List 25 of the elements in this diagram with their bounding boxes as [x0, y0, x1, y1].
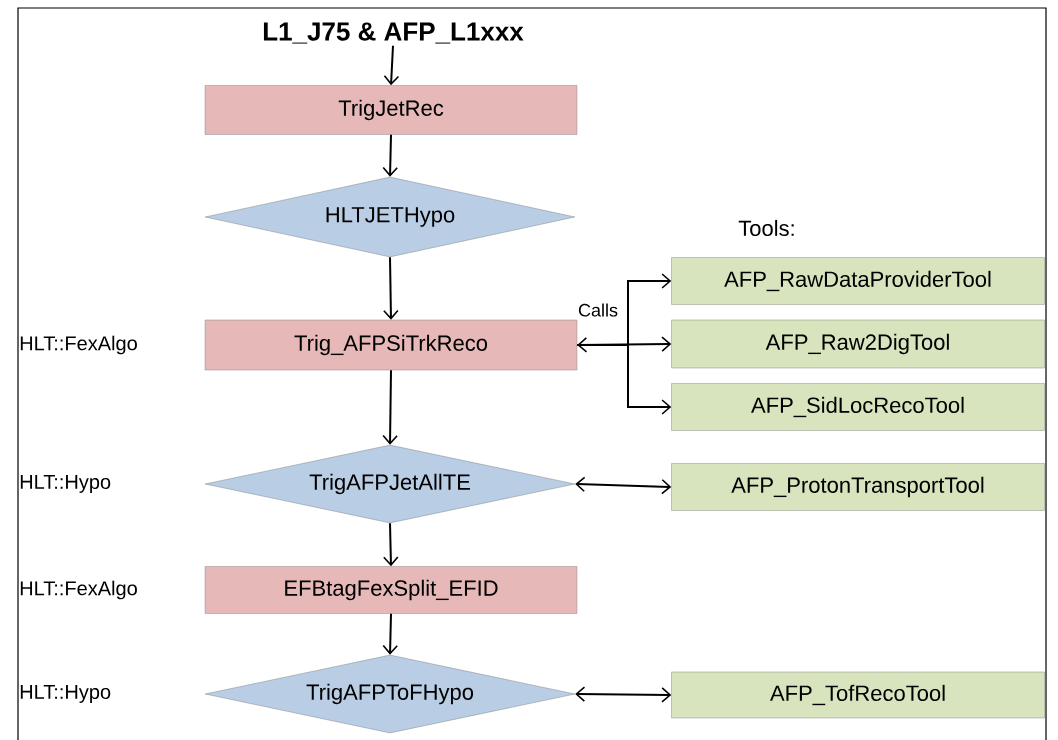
tool-box: AFP_Raw2DigTool	[671, 319, 1045, 369]
arrow	[383, 522, 399, 567]
stage-label: HLT::FexAlgo	[20, 580, 137, 600]
tool-box: AFP_TofRecoTool	[671, 671, 1045, 719]
arrow	[383, 44, 400, 86]
tool-box: AFP_RawDataProviderTool	[671, 257, 1045, 305]
arrow	[382, 369, 398, 445]
arrow	[575, 686, 672, 703]
stage-label: HLT::Hypo	[20, 685, 111, 703]
stage-label: HLT::FexAlgo	[20, 335, 137, 355]
arrow	[382, 133, 399, 177]
edge-label: Calls	[577, 302, 619, 318]
process-box: EFBtagFexSplit_EFID	[204, 566, 578, 614]
arrow	[382, 612, 399, 655]
arrow	[576, 344, 672, 415]
arrow	[577, 336, 672, 353]
section-label: Tools:	[738, 219, 794, 237]
heading-text: L1_J75 & AFP_L1xxx	[263, 22, 524, 44]
tool-box: AFP_SidLocRecoTool	[671, 383, 1045, 431]
stage-label: HLT::Hypo	[20, 475, 111, 493]
tool-box: AFP_ProtonTransportTool	[671, 463, 1045, 511]
process-box: Trig_AFPSiTrkReco	[204, 319, 578, 371]
arrow	[575, 476, 672, 495]
process-box: TrigJetRec	[204, 85, 578, 135]
arrow	[383, 256, 399, 320]
